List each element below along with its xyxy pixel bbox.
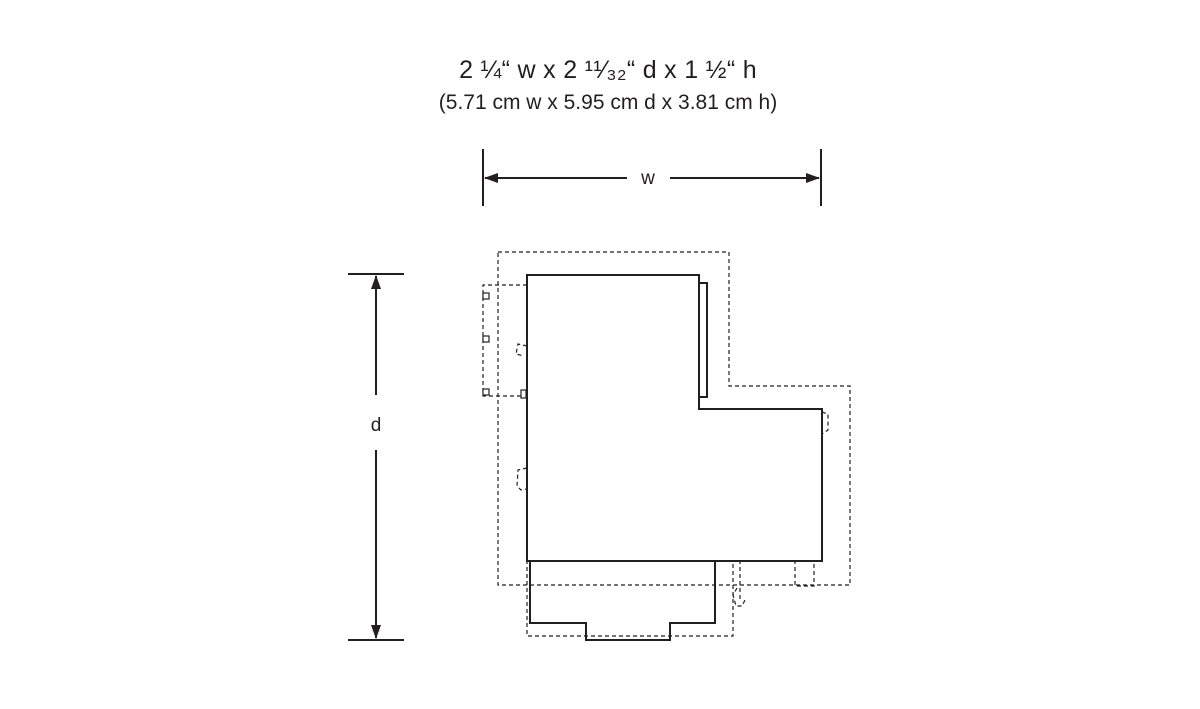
left-porch-outline bbox=[482, 284, 527, 397]
chimney-strip bbox=[699, 282, 708, 398]
right-step-outline bbox=[794, 560, 815, 587]
overhang-outline bbox=[482, 251, 851, 637]
dimensions-metric: (5.71 cm w x 5.95 cm d x 3.81 cm h) bbox=[438, 91, 778, 114]
width-dimension: w bbox=[482, 149, 822, 206]
front-extension-outline bbox=[526, 560, 734, 637]
post-marker bbox=[482, 388, 490, 396]
front-door-swing bbox=[732, 587, 747, 607]
front-bay bbox=[529, 561, 716, 641]
main-footprint bbox=[526, 274, 823, 562]
dimensions-imperial: 2 ¼“ w x 2 ¹¹⁄₃₂“ d x 1 ½“ h bbox=[459, 56, 757, 84]
post-marker bbox=[482, 335, 490, 343]
post-marker bbox=[520, 389, 527, 399]
side-door-swing-1 bbox=[515, 343, 528, 357]
right-door-swing bbox=[821, 411, 829, 435]
side-door-swing-2 bbox=[516, 467, 528, 491]
depth-label: d bbox=[371, 415, 382, 436]
post-markers bbox=[482, 292, 527, 399]
building-footprint bbox=[526, 274, 823, 641]
post-marker bbox=[482, 292, 490, 300]
depth-dimension: d bbox=[348, 273, 404, 641]
roof-overhang bbox=[497, 251, 851, 586]
width-label: w bbox=[640, 168, 655, 189]
